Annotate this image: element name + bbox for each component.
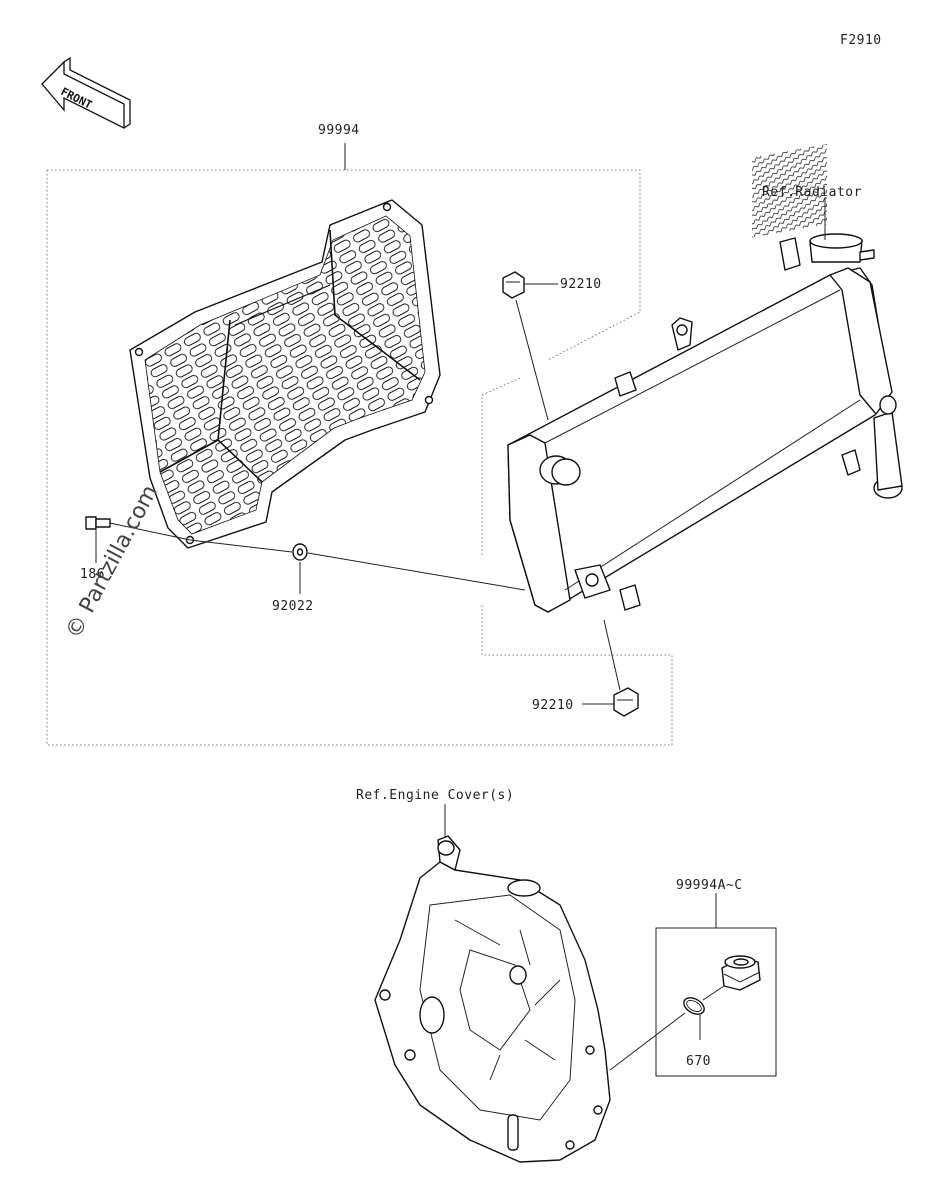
- plug-part: [721, 955, 761, 991]
- callout-kit-main: 99994: [318, 123, 360, 138]
- callout-washer: 92022: [272, 599, 314, 614]
- callout-bolt: 186: [80, 567, 105, 582]
- bolt-part: [85, 516, 191, 563]
- oring-part: [609, 985, 725, 1071]
- callout-ref-radiator: Ref.Radiator: [762, 185, 862, 200]
- plug-kit-box: [655, 893, 777, 1077]
- watermark: © Partzilla.com: [61, 481, 163, 643]
- radiator-guard: [129, 199, 441, 549]
- washer-part: [189, 539, 526, 594]
- callout-ref-engine-cover: Ref.Engine Cover(s): [356, 788, 514, 803]
- radiator-part: [507, 144, 903, 613]
- callout-clip-upper: 92210: [560, 277, 602, 292]
- front-direction-arrow-icon: FRONT: [41, 56, 131, 130]
- callout-clip-lower: 92210: [532, 698, 574, 713]
- callout-oring: 670: [686, 1054, 711, 1069]
- clip-upper-part: [502, 271, 558, 421]
- engine-cover-part: [374, 804, 611, 1163]
- callout-kit-plug: 99994A~C: [676, 878, 743, 893]
- figure-code: F2910: [840, 33, 882, 48]
- kit-outline: [46, 143, 673, 746]
- clip-lower-part: [582, 619, 639, 717]
